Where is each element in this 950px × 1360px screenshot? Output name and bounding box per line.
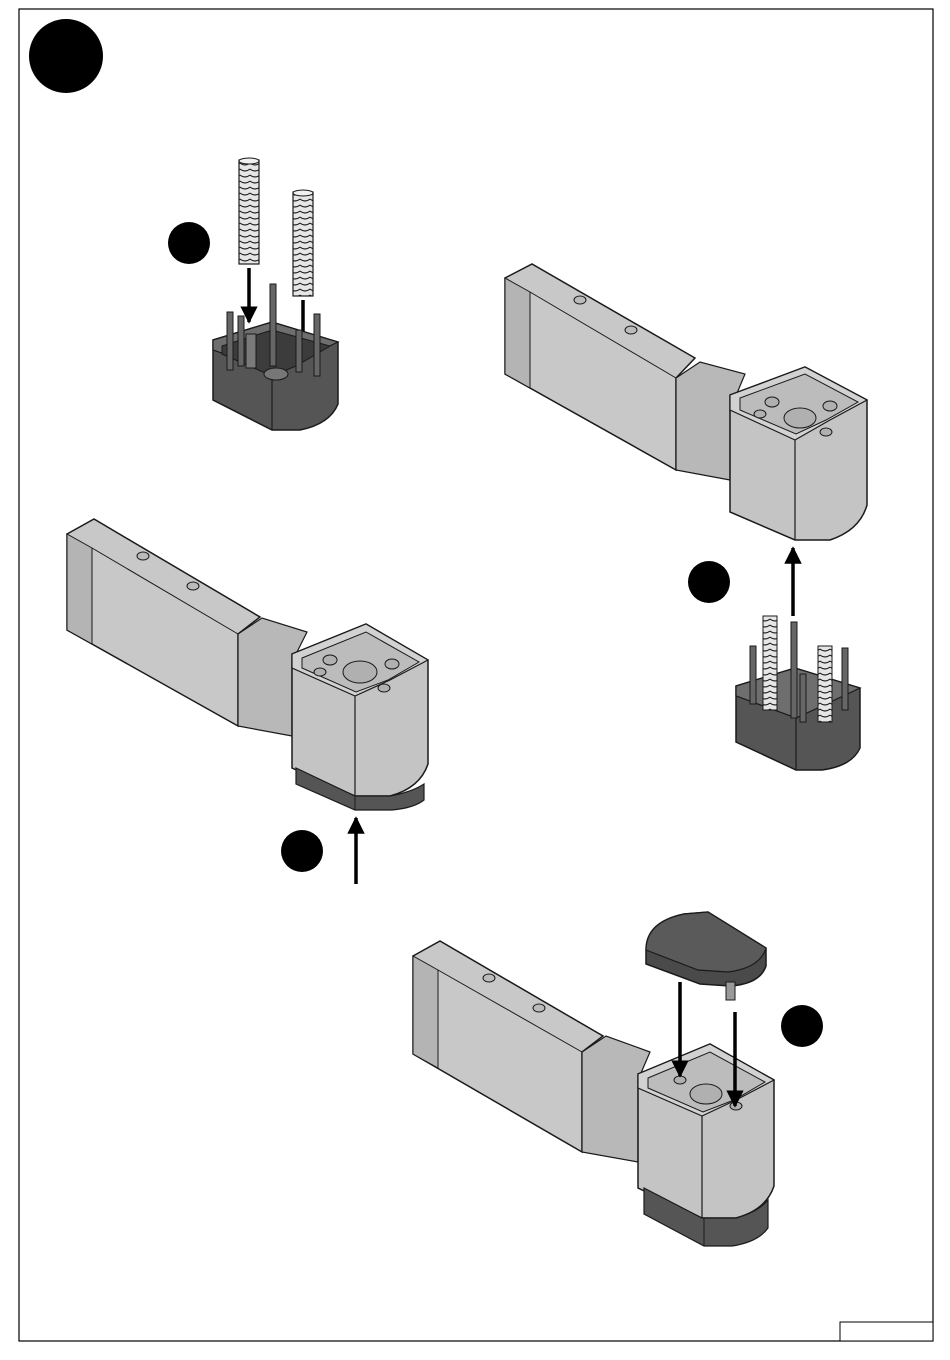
spring-left — [239, 160, 259, 264]
step-marker-a — [168, 222, 210, 264]
step-b-group — [505, 264, 867, 770]
arm-d — [413, 941, 774, 1246]
step-c-group — [67, 519, 428, 884]
step-a-group — [168, 158, 338, 430]
base-insert-a — [213, 284, 338, 430]
spring-right — [293, 192, 313, 296]
page-number-box — [840, 1322, 933, 1341]
step-marker-b — [688, 561, 730, 603]
arm-b — [505, 264, 867, 540]
cap-part — [646, 912, 766, 1000]
step-d-group — [413, 912, 823, 1246]
step-marker-d — [781, 1005, 823, 1047]
step-marker-main — [29, 19, 103, 93]
step-marker-c — [281, 830, 323, 872]
base-insert-b — [736, 616, 860, 770]
arm-c — [67, 519, 428, 810]
